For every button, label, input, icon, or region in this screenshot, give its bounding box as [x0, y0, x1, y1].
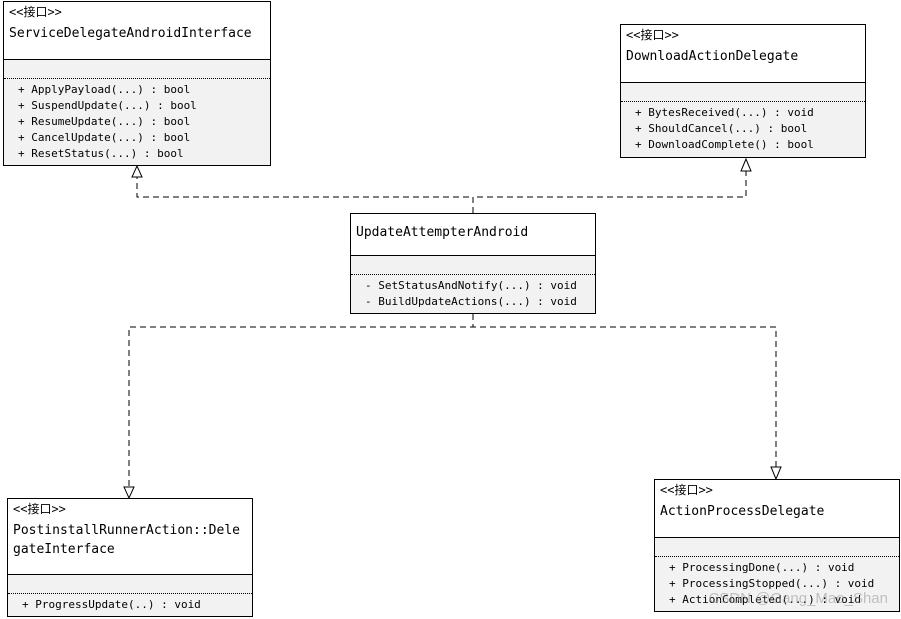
class-name: DownloadActionDelegate: [626, 49, 799, 64]
operation-item: + ProcessingStopped(...) : void: [669, 577, 875, 590]
attributes-compartment: [621, 83, 865, 102]
operation-item: + ActionCompleted(...) : void: [669, 593, 862, 606]
class-header: <<接口>> DownloadActionDelegate: [621, 25, 865, 83]
attributes-compartment: [655, 538, 899, 557]
operation-item: + DownloadComplete() : bool: [635, 138, 814, 151]
attributes-compartment: [4, 60, 270, 79]
operations-compartment: + ProgressUpdate(..) : void: [8, 594, 252, 613]
class-action-process-delegate: <<接口>> ActionProcessDelegate + Processin…: [654, 479, 900, 612]
class-header: <<接口>> PostinstallRunnerAction::Delegate…: [8, 499, 252, 575]
arrowhead-service-delegate: [131, 164, 143, 178]
operation-item: + CancelUpdate(...) : bool: [18, 131, 191, 144]
class-name: ActionProcessDelegate: [660, 504, 825, 519]
operation-item: + ProcessingDone(...) : void: [669, 561, 855, 574]
operations-compartment: + ProcessingDone(...) : void + Processin…: [655, 557, 899, 608]
arrowhead-action-process: [770, 466, 782, 481]
class-header: <<接口>> ActionProcessDelegate: [655, 480, 899, 538]
class-download-action-delegate: <<接口>> DownloadActionDelegate + BytesRec…: [620, 24, 866, 158]
operation-item: + BytesReceived(...) : void: [635, 106, 814, 119]
operation-item: + ShouldCancel(...) : bool: [635, 122, 808, 135]
class-header: UpdateAttempterAndroid: [351, 214, 595, 256]
link-to-service-delegate: [136, 177, 474, 213]
arrowhead-postinstall: [123, 486, 135, 500]
watermark-text: CSDN @Gang_Mao_Shan: [708, 590, 889, 607]
operation-item: + SuspendUpdate(...) : bool: [18, 99, 197, 112]
operation-item: - BuildUpdateActions(...) : void: [365, 295, 577, 308]
attributes-compartment: [8, 575, 252, 594]
class-name: ServiceDelegateAndroidInterface: [9, 26, 252, 41]
operation-item: + ResumeUpdate(...) : bool: [18, 115, 191, 128]
link-to-action-process: [472, 314, 777, 467]
operations-compartment: + ApplyPayload(...) : bool + SuspendUpda…: [4, 79, 270, 162]
stereotype-label: <<接口>>: [626, 28, 679, 42]
operations-compartment: - SetStatusAndNotify(...) : void - Build…: [351, 275, 595, 310]
class-postinstall-delegate-interface: <<接口>> PostinstallRunnerAction::Delegate…: [7, 498, 253, 617]
class-update-attempter-android: UpdateAttempterAndroid - SetStatusAndNot…: [350, 213, 596, 314]
class-service-delegate-android-interface: <<接口>> ServiceDelegateAndroidInterface +…: [3, 1, 271, 166]
operation-item: + ProgressUpdate(..) : void: [22, 598, 201, 611]
attributes-compartment: [351, 256, 595, 275]
class-name: UpdateAttempterAndroid: [356, 225, 529, 240]
link-to-download-action: [472, 171, 747, 213]
stereotype-label: <<接口>>: [13, 502, 66, 516]
operations-compartment: + BytesReceived(...) : void + ShouldCanc…: [621, 102, 865, 153]
arrowhead-download-action: [740, 157, 752, 172]
operation-item: + ApplyPayload(...) : bool: [18, 83, 191, 96]
stereotype-label: <<接口>>: [9, 5, 62, 19]
link-to-postinstall: [128, 314, 474, 487]
operation-item: - SetStatusAndNotify(...) : void: [365, 279, 577, 292]
class-header: <<接口>> ServiceDelegateAndroidInterface: [4, 2, 270, 60]
stereotype-label: <<接口>>: [660, 483, 713, 497]
operation-item: + ResetStatus(...) : bool: [18, 147, 184, 160]
class-name: PostinstallRunnerAction::DelegateInterfa…: [13, 523, 240, 557]
